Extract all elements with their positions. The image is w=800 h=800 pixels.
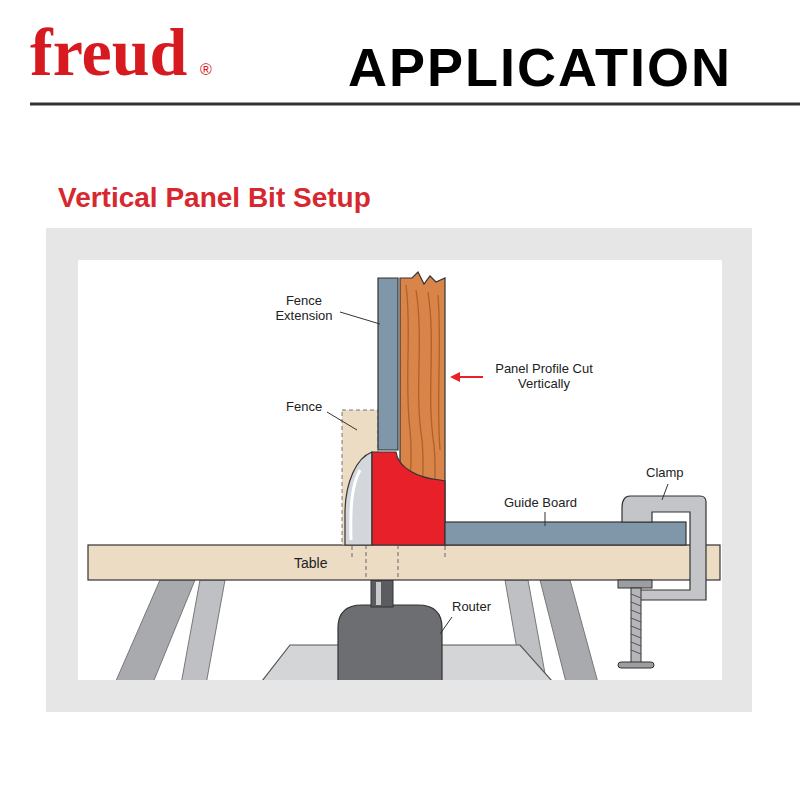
screw-thread — [631, 594, 641, 654]
gray-panel — [46, 228, 752, 712]
clamp-pad — [618, 580, 652, 588]
router-motor — [338, 605, 442, 680]
page-title: APPLICATION — [348, 40, 732, 94]
bit-highlight — [351, 470, 360, 540]
part-label: Fence — [286, 400, 322, 415]
table-leg — [180, 580, 225, 680]
collet-highlight — [376, 582, 381, 605]
clamp-handle — [618, 662, 654, 668]
leader-lines — [327, 312, 668, 634]
router-collet — [371, 580, 393, 607]
table-band: Table — [88, 545, 720, 580]
table-label: Table — [294, 555, 327, 571]
hidden-lines — [352, 545, 445, 580]
bit-cutter — [372, 452, 445, 545]
bit-body — [345, 452, 372, 545]
part-label: Guide Board — [504, 496, 577, 511]
guide-board — [445, 522, 686, 545]
section-heading: Vertical Panel Bit Setup — [58, 184, 371, 212]
registered-mark: ® — [200, 62, 212, 78]
part-label: Panel Profile Cut Vertically — [488, 362, 600, 392]
red-arrow — [450, 372, 483, 382]
fence-extension — [378, 278, 398, 450]
clamp-screw — [631, 588, 641, 664]
part-label: Router — [452, 600, 491, 615]
part-label: Fence Extension — [268, 294, 340, 324]
brand-logo: freud — [30, 18, 187, 86]
header-rule — [30, 103, 800, 106]
table-leg — [540, 580, 600, 680]
part-label: Clamp — [646, 466, 684, 481]
table-top — [88, 545, 720, 580]
table-leg — [112, 580, 195, 680]
